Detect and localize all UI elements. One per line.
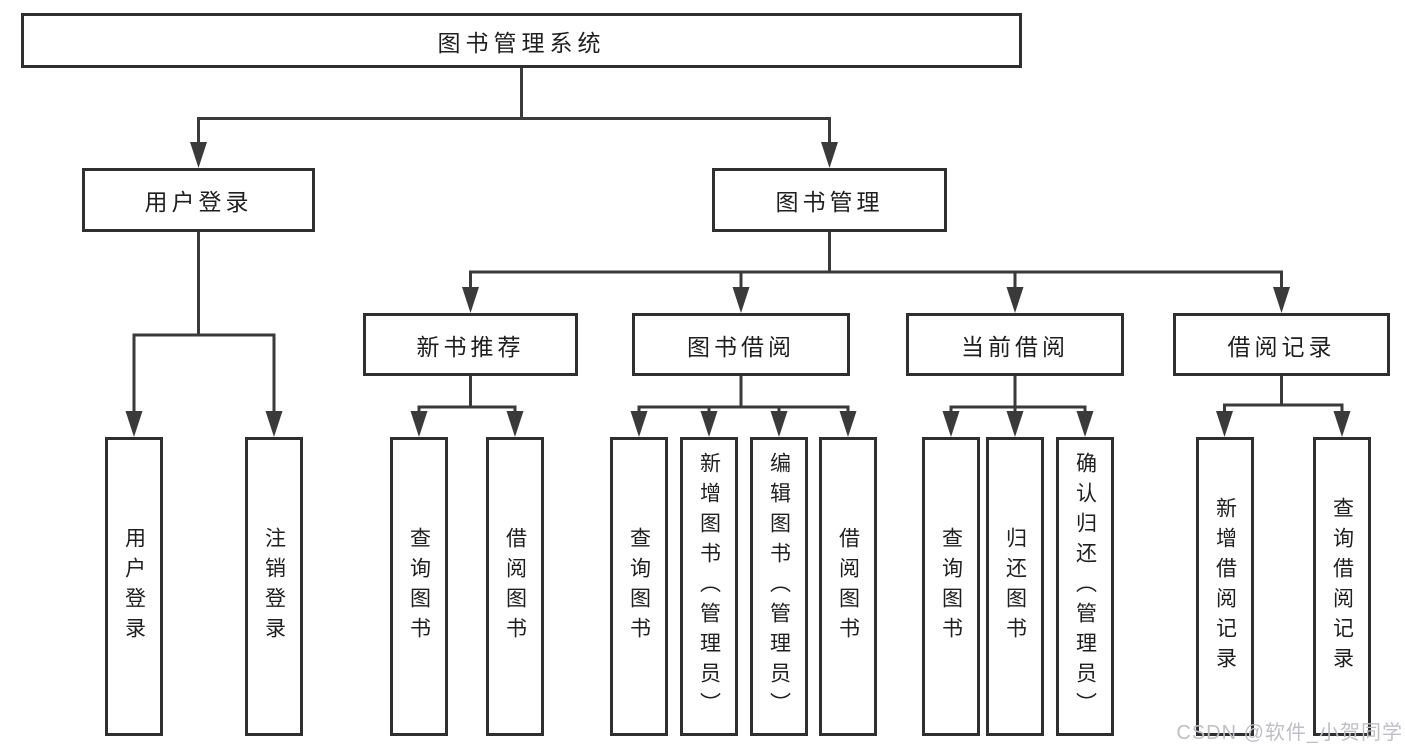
leaf-user-login: 用户登录 — [105, 437, 163, 736]
leaf-label: 查询图书 — [939, 526, 963, 647]
leaf-borrow-books: 借阅图书 — [486, 437, 544, 736]
leaf-return-books: 归还图书 — [986, 437, 1044, 736]
leaf-query-books: 查询图书 — [922, 437, 980, 736]
leaf-edit-books-admin: 编辑图书（管理员） — [750, 437, 808, 736]
node-new-book-recommend: 新书推荐 — [363, 313, 578, 376]
leaf-logout: 注销登录 — [245, 437, 303, 736]
leaf-confirm-return-admin: 确认归还（管理员） — [1056, 437, 1114, 736]
node-book-borrowing: 图书借阅 — [632, 313, 850, 376]
leaf-query-borrow-record: 查询借阅记录 — [1313, 437, 1371, 736]
leaf-label: 归还图书 — [1003, 526, 1027, 647]
leaf-label: 查询图书 — [407, 526, 431, 647]
leaf-query-books: 查询图书 — [390, 437, 448, 736]
leaf-label: 借阅图书 — [836, 526, 860, 647]
leaf-label: 编辑图书（管理员） — [767, 451, 791, 722]
leaf-label: 注销登录 — [262, 526, 286, 647]
leaf-label: 借阅图书 — [503, 526, 527, 647]
leaf-add-borrow-record: 新增借阅记录 — [1196, 437, 1254, 736]
csdn-watermark: CSDN @软件_小贺同学 — [1176, 722, 1403, 744]
node-borrow-records: 借阅记录 — [1173, 313, 1390, 376]
node-user-login: 用户登录 — [82, 168, 315, 232]
leaf-label: 查询借阅记录 — [1330, 496, 1354, 677]
leaf-add-books-admin: 新增图书（管理员） — [680, 437, 738, 736]
leaf-label: 用户登录 — [122, 526, 146, 647]
leaf-label: 新增借阅记录 — [1213, 496, 1237, 677]
leaf-borrow-books: 借阅图书 — [819, 437, 877, 736]
leaf-label: 确认归还（管理员） — [1073, 451, 1097, 722]
node-book-management: 图书管理 — [712, 168, 947, 232]
leaf-label: 查询图书 — [627, 526, 651, 647]
node-library-management-system: 图书管理系统 — [21, 13, 1022, 68]
node-current-borrowing: 当前借阅 — [906, 313, 1124, 376]
leaf-label: 新增图书（管理员） — [697, 451, 721, 722]
leaf-query-books: 查询图书 — [610, 437, 668, 736]
